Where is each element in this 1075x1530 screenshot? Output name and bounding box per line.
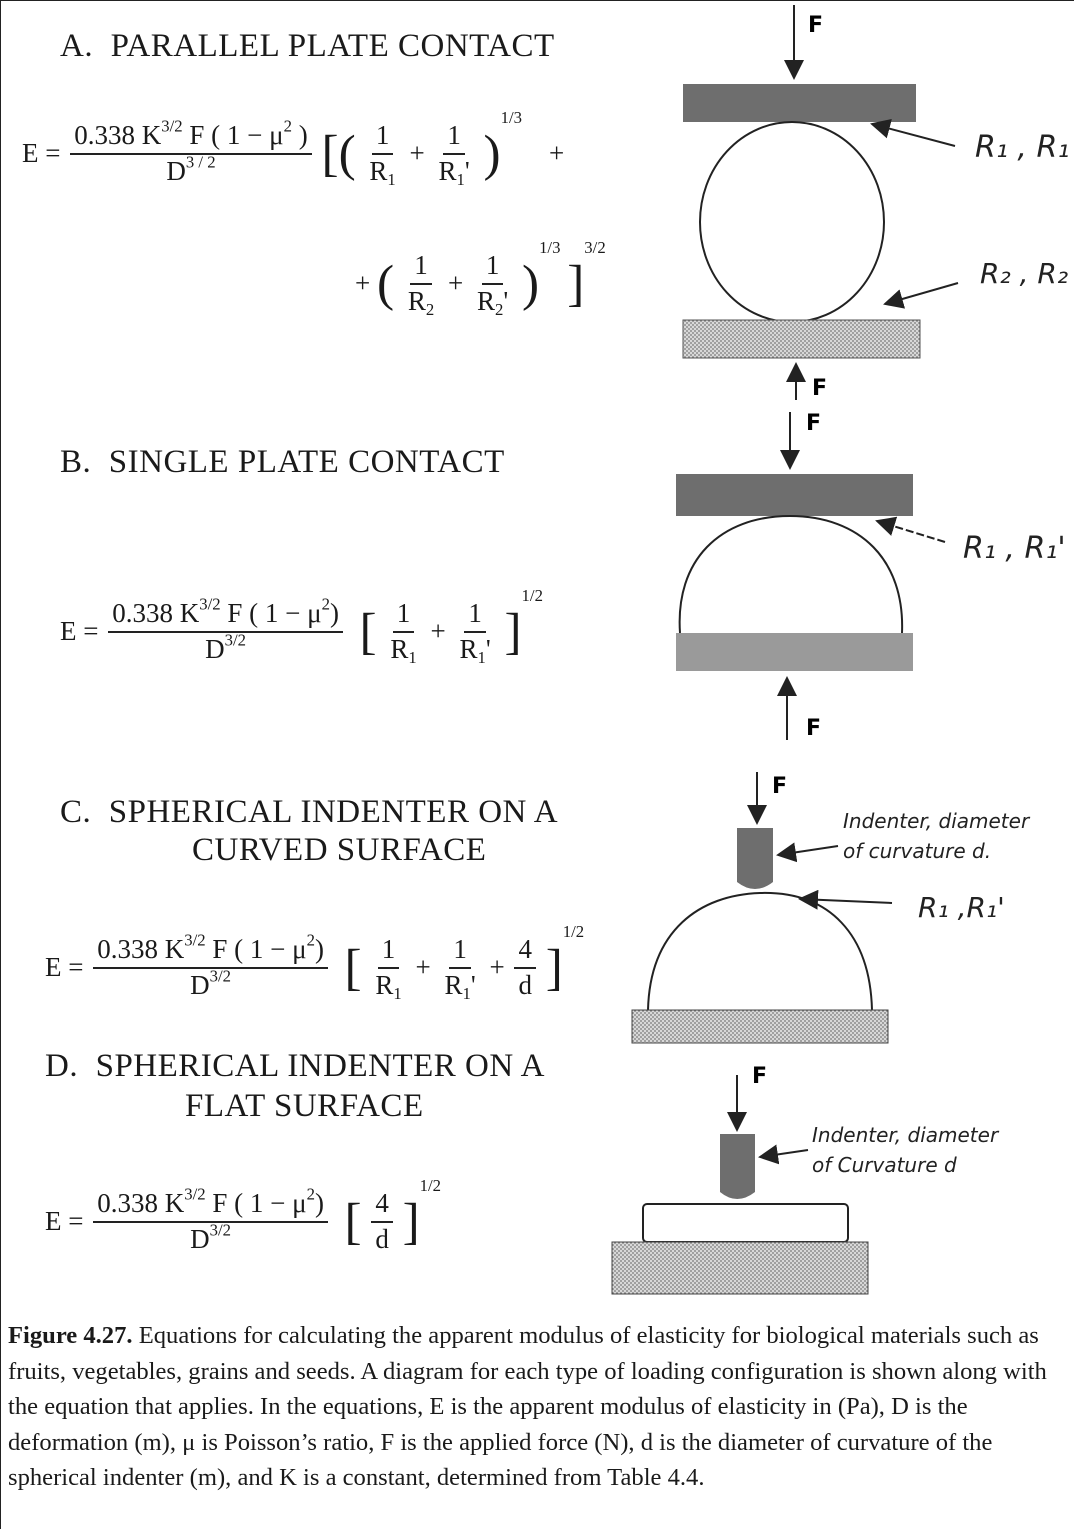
section-c-title: C. SPHERICAL INDENTER ON A xyxy=(60,796,558,829)
r1-pointer-a xyxy=(870,118,956,147)
base-plate-c xyxy=(631,1009,889,1044)
section-b-title: B. SINGLE PLATE CONTACT xyxy=(60,446,505,479)
section-c-title-line2: CURVED SURFACE xyxy=(192,832,487,868)
r1-pointer-c xyxy=(798,889,893,910)
top-plate-b xyxy=(676,474,913,516)
force-label-top-a: F xyxy=(808,13,823,38)
section-d-letter: D. xyxy=(45,1048,79,1084)
section-d-text-line1: SPHERICAL INDENTER ON A xyxy=(95,1048,545,1084)
force-label-bottom-a: F xyxy=(812,376,827,401)
diagram-a: F F R₁ , R₁' R₂ , R₂' xyxy=(682,5,1070,401)
section-b-letter: B. xyxy=(60,444,92,480)
diagram-d: F Indenter, diameter of Curvature d xyxy=(611,1064,1000,1295)
caption-text: Equations for calculating the apparent m… xyxy=(8,1322,1047,1492)
indenter-label-d-line2: of Curvature d xyxy=(812,1153,957,1177)
indenter-pointer-d xyxy=(758,1144,809,1165)
diagram-b: F F R₁ , R₁' xyxy=(676,411,1066,741)
indenter-pointer-c xyxy=(776,842,839,863)
force-label-c: F xyxy=(772,774,787,799)
top-plate-a xyxy=(683,84,916,122)
section-d-title-line2: FLAT SURFACE xyxy=(185,1088,424,1124)
flat-specimen-d xyxy=(642,1203,849,1243)
diagram-c: F Indenter, diameter of curvature d. R₁ … xyxy=(631,772,1031,1044)
force-label-d: F xyxy=(752,1064,767,1089)
eq-lhs: E = xyxy=(22,138,61,169)
indenter-label-d-line1: Indenter, diameter xyxy=(812,1123,1000,1147)
specimen-a xyxy=(699,121,885,323)
specimen-b xyxy=(678,514,904,634)
bottom-plate-a xyxy=(682,319,921,359)
force-label-bottom-b: F xyxy=(806,716,821,741)
eq-main-fraction: 0.338 K3/2 F ( 1 − μ2 ) D3 / 2 xyxy=(70,118,312,186)
r1-pointer-b xyxy=(875,516,946,543)
figure-caption: Figure 4.27. Equations for calculating t… xyxy=(8,1318,1068,1496)
section-a-title: A. PARALLEL PLATE CONTACT xyxy=(60,30,555,63)
base-plate-d xyxy=(611,1241,869,1295)
section-c-letter: C. xyxy=(60,794,92,830)
section-b-text: SINGLE PLATE CONTACT xyxy=(108,444,505,480)
bottom-plate-b xyxy=(676,633,913,671)
indenter-c xyxy=(737,828,773,889)
r1-label-c: R₁ ,R₁' xyxy=(918,891,1005,924)
specimen-c xyxy=(647,891,873,1011)
section-c-text-line1: SPHERICAL INDENTER ON A xyxy=(108,794,559,830)
section-a-text: PARALLEL PLATE CONTACT xyxy=(110,28,555,64)
section-a-letter: A. xyxy=(60,28,94,64)
section-d-title: D. SPHERICAL INDENTER ON A xyxy=(45,1050,545,1083)
r2-pointer-a xyxy=(883,282,959,309)
loading-diagrams: F F R₁ , R₁' R₂ , R₂' F F R₁ , R₁' F Ind… xyxy=(611,5,1070,1295)
force-label-top-b: F xyxy=(806,411,821,436)
indenter-d xyxy=(720,1134,755,1199)
indenter-label-c-line1: Indenter, diameter xyxy=(843,809,1031,833)
caption-label: Figure 4.27. xyxy=(8,1322,133,1349)
r1-label-b: R₁ , R₁' xyxy=(963,531,1066,566)
indenter-label-c-line2: of curvature d. xyxy=(843,839,991,863)
r2-label-a: R₂ , R₂' xyxy=(980,257,1070,290)
r1-label-a: R₁ , R₁' xyxy=(975,130,1070,165)
